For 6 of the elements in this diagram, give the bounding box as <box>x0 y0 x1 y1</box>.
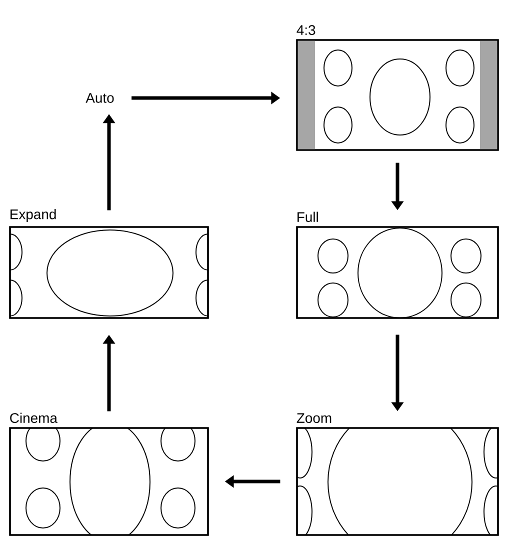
node-label: Expand <box>10 209 56 222</box>
node-label: Zoom <box>296 413 332 424</box>
node-label: Cinema <box>10 412 58 424</box>
node-label: Full <box>298 212 318 222</box>
mode-label: Auto <box>86 93 114 103</box>
node-label: 4:3 <box>296 25 316 36</box>
